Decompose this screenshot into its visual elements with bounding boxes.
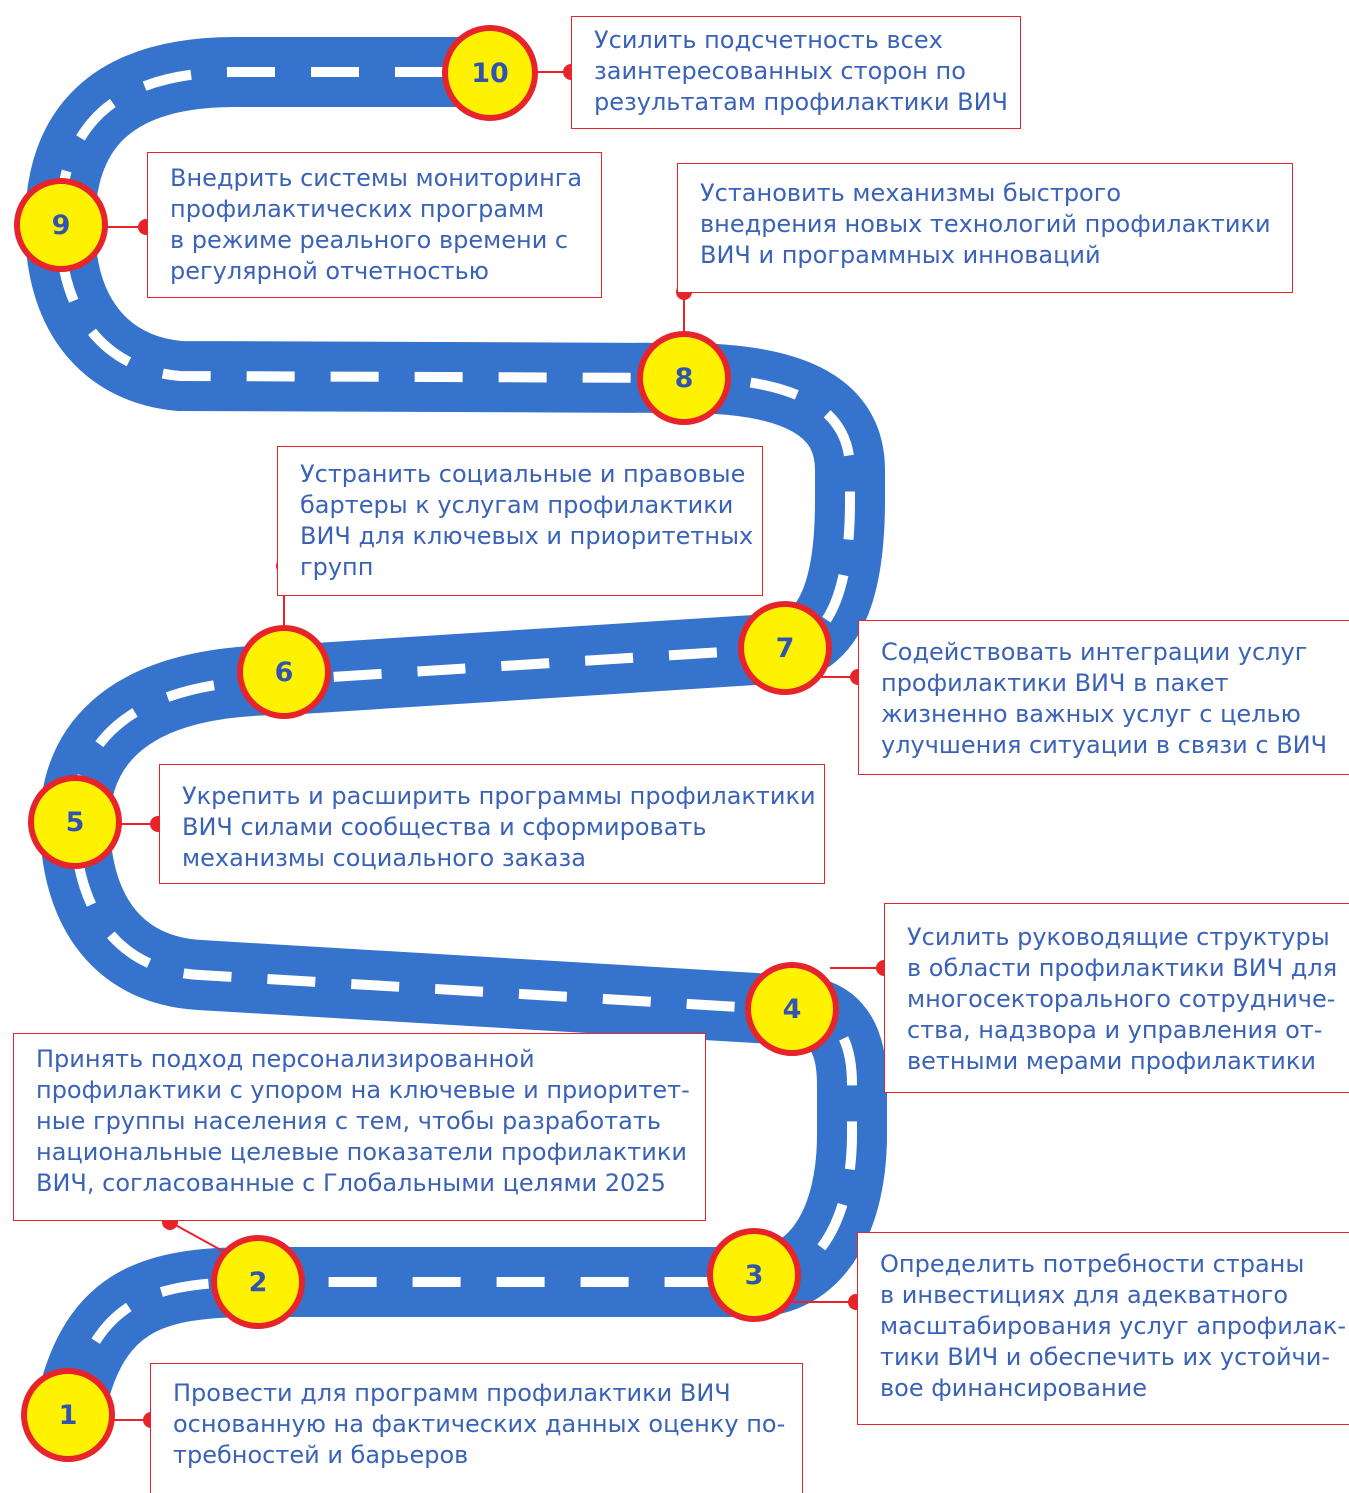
step-4-box: Усилить руководящие структуры в области … — [884, 903, 1349, 1093]
step-9-line: Внедрить системы мониторинга — [170, 164, 583, 192]
step-number: 9 — [51, 209, 71, 241]
connector-5 — [114, 823, 160, 825]
step-2-line: ные группы населения с тем, чтобы разраб… — [36, 1107, 661, 1135]
step-9-line: регулярной отчетностью — [170, 257, 489, 285]
step-8-line: Установить механизмы быстрого — [700, 179, 1122, 207]
step-9-box: Внедрить системы мониторинга профилактич… — [147, 152, 602, 298]
step-marker-6: 6 — [237, 625, 331, 719]
step-10-line: результатам профилактики ВИЧ — [594, 88, 1008, 116]
step-10-box: Усилить подсчетность всех заинтересованн… — [571, 16, 1021, 129]
step-marker-5: 5 — [28, 775, 122, 869]
step-3-line: в инвестициях для адекватного — [880, 1281, 1289, 1309]
step-4-line: многосекторального сотрудниче- — [907, 985, 1336, 1013]
step-marker-8: 8 — [637, 331, 731, 425]
step-marker-3: 3 — [707, 1228, 801, 1322]
step-1-line: требностей и барьеров — [173, 1441, 469, 1469]
step-7-line: профилактики ВИЧ в пакет — [881, 669, 1229, 697]
connector-7 — [820, 676, 860, 678]
step-6-line: ВИЧ для ключевых и приоритетных — [300, 522, 754, 550]
step-2-line: национальные целевые показатели профилак… — [36, 1138, 687, 1166]
connector-3 — [790, 1301, 858, 1303]
step-marker-10: 10 — [442, 25, 538, 121]
step-number: 4 — [782, 993, 802, 1025]
step-7-line: жизненно важных услуг с целью — [881, 700, 1301, 728]
connector-4 — [830, 967, 886, 969]
step-2-line: Принять подход персонализированной — [36, 1045, 535, 1073]
connector-8 — [683, 292, 685, 338]
step-number: 6 — [274, 656, 294, 688]
step-3-box: Определить потребности страны в инвестиц… — [857, 1232, 1349, 1425]
step-8-line: ВИЧ и программных инноваций — [700, 241, 1101, 269]
step-5-line: ВИЧ силами сообщества и сформировать — [182, 813, 707, 841]
step-5-line: механизмы социального заказа — [182, 844, 586, 872]
step-marker-9: 9 — [14, 178, 108, 272]
step-2-line: ВИЧ, согласованные с Глобальными целями … — [36, 1169, 666, 1197]
step-marker-4: 4 — [745, 962, 839, 1056]
step-3-line: Определить потребности страны — [880, 1250, 1305, 1278]
step-marker-7: 7 — [738, 601, 832, 695]
step-number: 7 — [775, 632, 795, 664]
step-2-line: профилактики с упором на ключевые и прио… — [36, 1076, 690, 1104]
step-1-box: Провести для программ профилактики ВИЧ о… — [150, 1363, 803, 1493]
step-number: 10 — [471, 57, 509, 89]
step-1-line: Провести для программ профилактики ВИЧ — [173, 1379, 731, 1407]
step-10-line: заинтересованных сторон по — [594, 57, 966, 85]
step-6-line: групп — [300, 553, 374, 581]
step-1-line: основанную на фактических данных оценку … — [173, 1410, 786, 1438]
step-5-line: Укрепить и расширить программы профилакт… — [182, 782, 816, 810]
step-7-box: Содействовать интеграции услуг профилакт… — [858, 620, 1349, 775]
step-6-line: Устранить социальные и правовые — [300, 460, 746, 488]
step-7-line: Содействовать интеграции услуг — [881, 638, 1308, 666]
step-5-box: Укрепить и расширить программы профилакт… — [159, 764, 825, 884]
connector-10 — [528, 71, 572, 73]
step-8-line: внедрения новых технологий профилактики — [700, 210, 1271, 238]
step-9-line: профилактических программ — [170, 195, 545, 223]
step-4-line: ветными мерами профилактики — [907, 1047, 1316, 1075]
step-marker-2: 2 — [211, 1235, 305, 1329]
step-marker-1: 1 — [21, 1368, 115, 1462]
step-number: 1 — [58, 1399, 78, 1431]
connector-6 — [283, 566, 285, 636]
step-6-line: бартеры к услугам профилактики — [300, 491, 734, 519]
step-4-line: ства, надзвора и управления от- — [907, 1016, 1323, 1044]
connector-1 — [112, 1419, 152, 1421]
step-6-box: Устранить социальные и правовые бартеры … — [277, 446, 763, 596]
step-4-line: в области профилактики ВИЧ для — [907, 954, 1338, 982]
step-7-line: улучшения ситуации в связи с ВИЧ — [881, 731, 1328, 759]
step-number: 8 — [674, 362, 694, 394]
step-2-box: Принять подход персонализированной профи… — [13, 1033, 706, 1221]
step-number: 3 — [744, 1259, 764, 1291]
step-3-line: масштабирования услуг апрофилак- — [880, 1312, 1346, 1340]
step-10-line: Усилить подсчетность всех — [594, 26, 943, 54]
step-3-line: тики ВИЧ и обеспечить их устойчи- — [880, 1343, 1330, 1371]
step-4-line: Усилить руководящие структуры — [907, 923, 1330, 951]
step-3-line: вое финансирование — [880, 1374, 1148, 1402]
step-8-box: Установить механизмы быстрого внедрения … — [677, 163, 1293, 293]
step-number: 5 — [65, 806, 85, 838]
step-number: 2 — [248, 1266, 268, 1298]
connector-9 — [102, 226, 148, 228]
step-9-line: в режиме реального времени с — [170, 226, 569, 254]
